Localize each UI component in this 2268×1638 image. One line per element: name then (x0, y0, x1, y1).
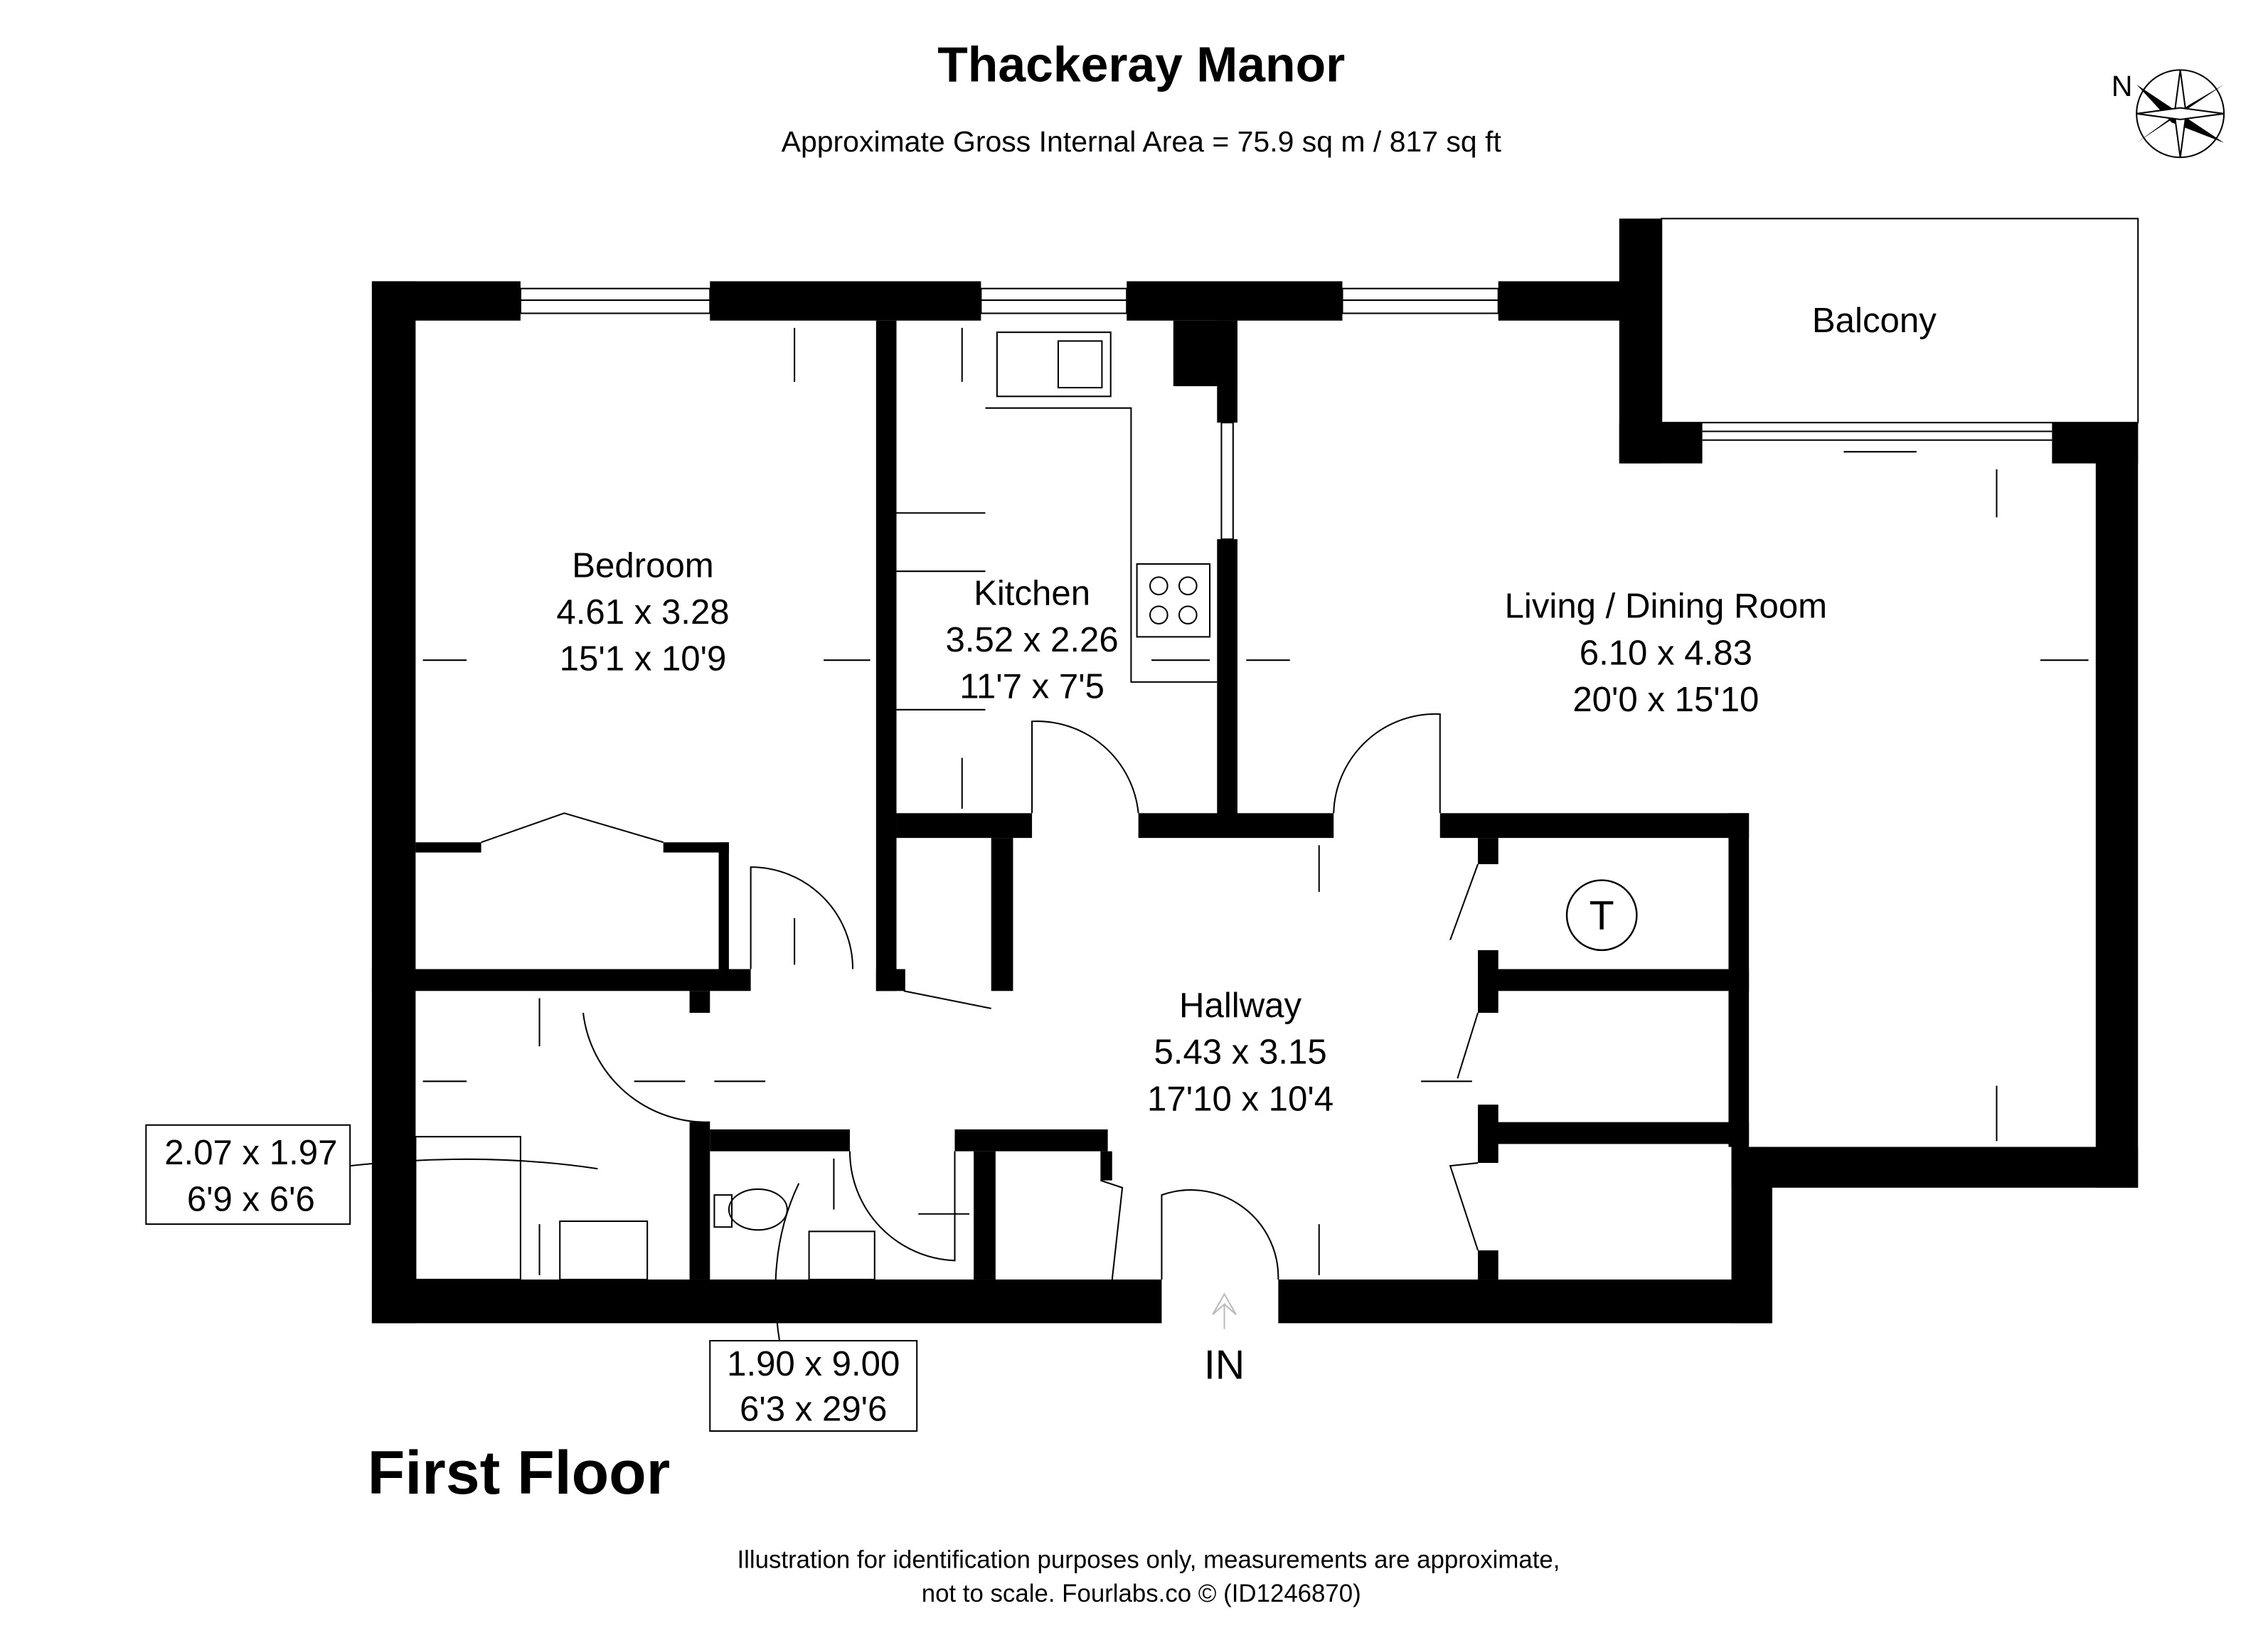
entrance-arrow-icon (1212, 1292, 1237, 1329)
svg-text:6'9 x 6'6: 6'9 x 6'6 (187, 1180, 315, 1219)
svg-text:4.61 x 3.28: 4.61 x 3.28 (556, 592, 729, 632)
gross-area: Approximate Gross Internal Area = 75.9 s… (782, 125, 1502, 158)
compass-north-label: N (2112, 70, 2133, 102)
room-bathroom-callout: 1.90 x 9.00 6'3 x 29'6 (709, 1183, 918, 1432)
tank-marker: T (1565, 879, 1638, 952)
room-balcony: Balcony (1812, 301, 1937, 340)
svg-text:1.90 x 9.00: 1.90 x 9.00 (727, 1344, 900, 1383)
svg-text:6.10 x 4.83: 6.10 x 4.83 (1580, 633, 1752, 672)
measurement-arrows (422, 328, 2089, 1275)
svg-text:20'0 x 15'10: 20'0 x 15'10 (1572, 680, 1759, 719)
kitchen-fittings (896, 331, 1218, 711)
room-bedroom: Bedroom 4.61 x 3.28 15'1 x 10'9 (556, 546, 729, 678)
svg-text:3.52 x 2.26: 3.52 x 2.26 (945, 620, 1118, 659)
svg-text:Living / Dining Room: Living / Dining Room (1505, 587, 1828, 626)
svg-text:11'7 x 7'5: 11'7 x 7'5 (959, 666, 1104, 706)
svg-text:Kitchen: Kitchen (974, 573, 1090, 612)
svg-text:Hallway: Hallway (1179, 986, 1302, 1025)
disclaimer-line-2: not to scale. Fourlabs.co © (ID1246870) (922, 1580, 1361, 1607)
disclaimer-line-1: Illustration for identification purposes… (737, 1546, 1560, 1574)
svg-text:Bedroom: Bedroom (572, 546, 713, 585)
svg-text:6'3 x 29'6: 6'3 x 29'6 (740, 1390, 887, 1429)
room-living-dining: Living / Dining Room 6.10 x 4.83 20'0 x … (1505, 587, 1828, 719)
room-kitchen: Kitchen 3.52 x 2.26 11'7 x 7'5 (945, 573, 1118, 706)
svg-text:2.07 x 1.97: 2.07 x 1.97 (164, 1133, 337, 1172)
room-hallway: Hallway 5.43 x 3.15 17'10 x 10'4 (1147, 986, 1333, 1118)
plan-title: Thackeray Manor (937, 37, 1345, 92)
svg-text:15'1 x 10'9: 15'1 x 10'9 (560, 639, 727, 679)
svg-text:5.43 x 3.15: 5.43 x 3.15 (1154, 1033, 1326, 1072)
entrance-label: IN (1204, 1342, 1245, 1388)
floor-label: First Floor (368, 1439, 670, 1507)
compass-icon (2136, 69, 2225, 159)
svg-text:17'10 x 10'4: 17'10 x 10'4 (1147, 1079, 1333, 1118)
doors (481, 713, 1479, 1280)
windows (519, 218, 2139, 541)
walls (371, 218, 2139, 1324)
room-ensuite-callout: 2.07 x 1.97 6'9 x 6'6 (145, 1124, 598, 1225)
svg-text:T: T (1590, 893, 1614, 939)
bathroom-fittings (415, 1136, 875, 1280)
